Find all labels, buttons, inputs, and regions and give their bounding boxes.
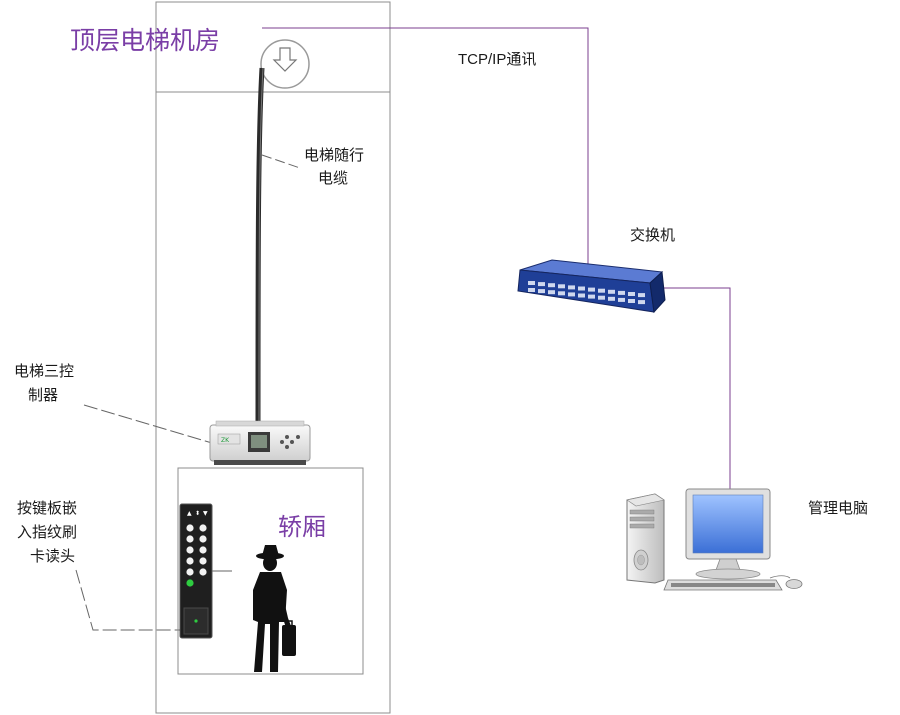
- traveling-cable-label-line2: 电缆: [318, 169, 349, 187]
- keypad-arrow-key: ▼: [203, 510, 208, 517]
- elevator-shaft: [155, 1, 391, 714]
- keypad-key: [199, 535, 207, 543]
- keypad-key: [199, 546, 207, 554]
- switch-port: [578, 293, 585, 298]
- switch-port: [638, 300, 645, 305]
- keypad-key: [199, 557, 207, 565]
- switch-port: [568, 292, 575, 297]
- switch-port: [598, 288, 605, 293]
- elevator-controller-device: ZK: [209, 420, 311, 465]
- traveling-cable-label-line1: 电梯随行: [304, 146, 365, 164]
- switch-port: [588, 294, 595, 299]
- pc-tower: [626, 493, 665, 584]
- switch-port: [588, 287, 595, 292]
- pc-mouse: [769, 575, 803, 589]
- switch-port: [618, 290, 625, 295]
- switch-label: 交换机: [630, 226, 676, 244]
- pc-label: 管理电脑: [808, 499, 869, 517]
- switch-port: [608, 289, 615, 294]
- switch-port: [638, 293, 645, 298]
- keypad-key: [186, 546, 194, 554]
- car-label: 轿厢: [278, 513, 326, 541]
- controller-leader-line: [83, 404, 213, 444]
- traveling-cable: [255, 67, 265, 426]
- network-switch-device: [517, 259, 666, 314]
- controller-label-line2: 制器: [28, 386, 59, 404]
- passenger-silhouette: [253, 545, 296, 672]
- keypad-key: [186, 524, 194, 532]
- keypad-key: [186, 557, 194, 565]
- switch-port: [628, 292, 635, 296]
- switch-port: [528, 288, 535, 292]
- switch-port: [618, 297, 625, 302]
- traction-pulley-icon: [260, 39, 310, 89]
- switch-port: [548, 290, 555, 295]
- pc-monitor: [685, 488, 771, 580]
- switch-to-pc-line: [658, 287, 731, 490]
- keypad-key: [199, 524, 207, 532]
- keypad-label-line2: 入指纹刷: [17, 523, 78, 541]
- keypad-key: [186, 535, 194, 543]
- keypad-leader-line: [75, 569, 180, 631]
- switch-port: [568, 285, 575, 290]
- keypad-key: [186, 579, 194, 587]
- machine-room-label: 顶层电梯机房: [70, 26, 221, 55]
- svg-text:ZK: ZK: [221, 437, 230, 444]
- switch-port: [608, 296, 615, 301]
- keypad-fingerprint-reader: ▲⬍▼: [179, 503, 213, 639]
- keypad-arrow-key: ▲: [187, 510, 192, 517]
- cable-leader-line: [261, 154, 301, 169]
- switch-port: [578, 286, 585, 291]
- switch-port: [528, 281, 535, 285]
- switch-port: [598, 295, 605, 300]
- keypad-key-group: ▲⬍▼: [186, 510, 208, 587]
- switch-port-group: [528, 281, 645, 305]
- switch-port: [548, 283, 555, 288]
- keypad-key: [186, 568, 194, 576]
- pc-keyboard: [663, 579, 783, 591]
- tcpip-label: TCP/IP通讯: [458, 51, 537, 68]
- switch-port: [558, 291, 565, 296]
- keypad-label-line1: 按键板嵌: [17, 499, 78, 517]
- keypad-arrow-key: ⬍: [195, 510, 200, 517]
- keypad-key: [199, 568, 207, 576]
- tcpip-network-line: [262, 27, 589, 270]
- switch-port: [558, 284, 565, 289]
- elevator-car: [177, 467, 364, 675]
- switch-port: [628, 299, 635, 303]
- controller-label-line1: 电梯三控: [14, 362, 75, 380]
- switch-port: [538, 289, 545, 294]
- keypad-label-line3: 卡读头: [30, 547, 76, 565]
- switch-port: [538, 282, 545, 287]
